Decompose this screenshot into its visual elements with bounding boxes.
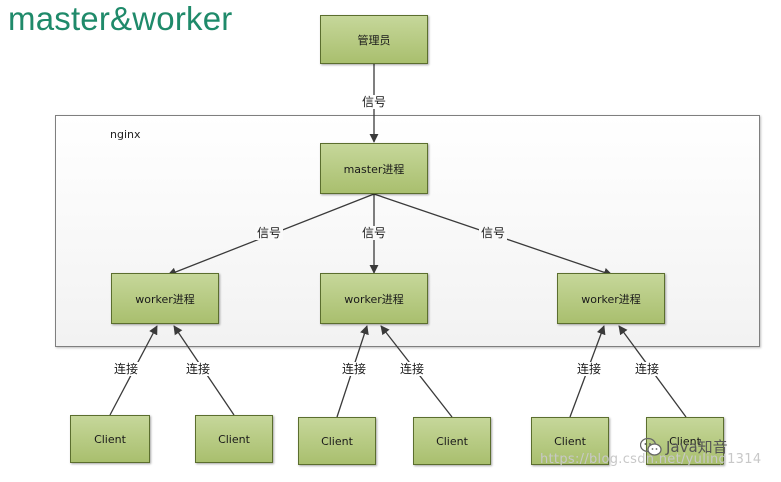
worker-process-node-right: worker进程: [557, 273, 665, 324]
client-node-6: Client: [646, 417, 724, 465]
edge-label-connect-1: 连接: [112, 362, 141, 376]
edge-label-connect-6: 连接: [633, 362, 662, 376]
edge-label-signal-top: 信号: [360, 95, 389, 109]
edge-label-connect-4: 连接: [398, 362, 427, 376]
wechat-icon: [640, 437, 662, 456]
edge-label-connect-3: 连接: [340, 362, 369, 376]
watermark-brand-text: Java知音: [666, 438, 728, 456]
admin-node: 管理员: [320, 15, 428, 64]
edge-label-connect-2: 连接: [184, 362, 213, 376]
client-node-2: Client: [195, 415, 273, 463]
client-node-1: Client: [70, 415, 150, 463]
edge-label-signal-left: 信号: [255, 226, 284, 240]
watermark-url: https://blog.csdn.net/yuling1314: [540, 452, 762, 467]
master-process-node: master进程: [320, 143, 428, 194]
edge-label-signal-right: 信号: [479, 226, 508, 240]
nginx-label: nginx: [110, 128, 141, 141]
client-node-4: Client: [413, 417, 491, 465]
edge-label-connect-5: 连接: [575, 362, 604, 376]
worker-process-node-middle: worker进程: [320, 273, 428, 324]
diagram-title: master&worker: [8, 0, 233, 37]
watermark-brand: Java知音: [640, 436, 728, 457]
edge-label-signal-middle: 信号: [360, 226, 389, 240]
client-node-5: Client: [531, 417, 609, 465]
client-node-3: Client: [298, 417, 376, 465]
worker-process-node-left: worker进程: [111, 273, 219, 324]
